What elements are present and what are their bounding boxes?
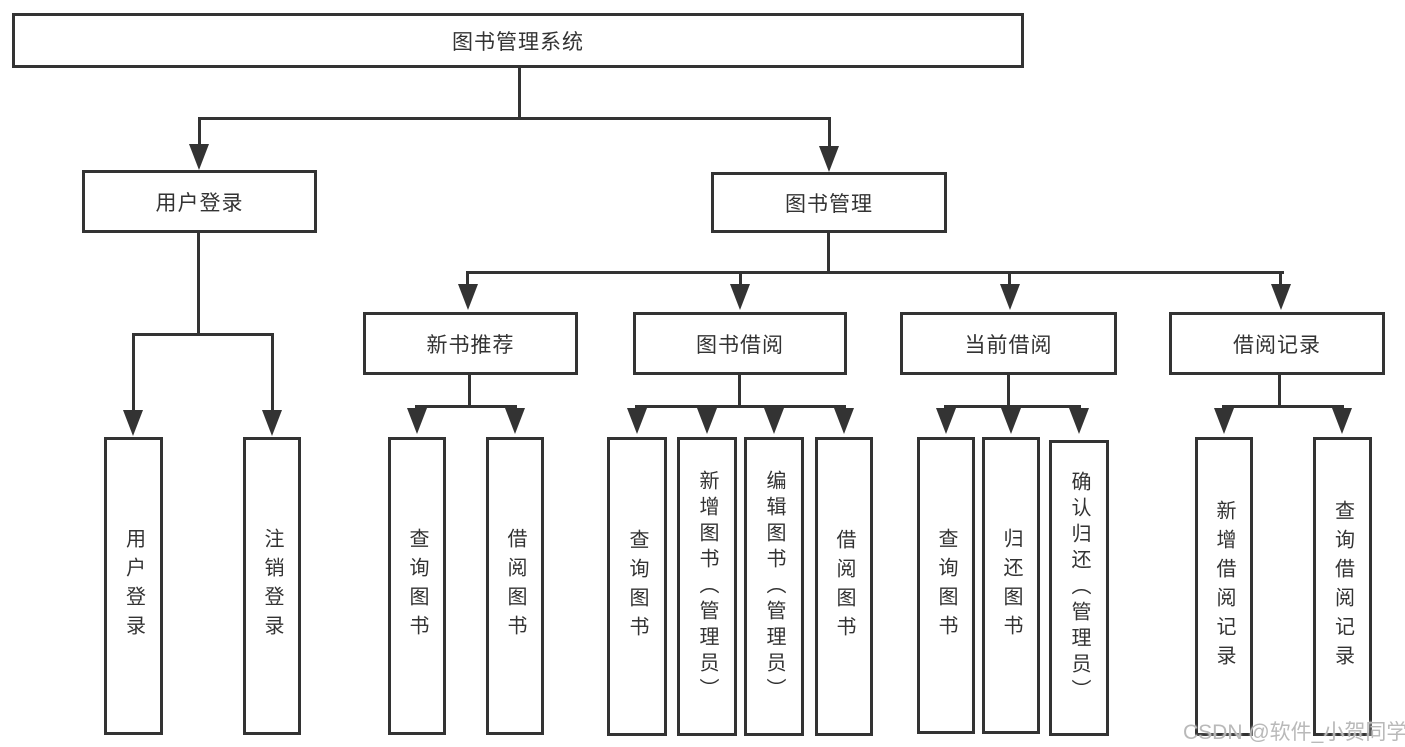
leaf-query-books-borrow: 查询图书 xyxy=(607,437,667,736)
connector-line xyxy=(1222,405,1344,408)
connector-line xyxy=(827,233,830,274)
leaf-add-borrow-record-label: 新增借阅记录 xyxy=(1213,499,1235,674)
leaf-query-books-recommend-label: 查询图书 xyxy=(406,528,428,644)
leaf-edit-book-admin-label: 编辑图书（管理员） xyxy=(763,469,785,704)
node-user-login-label: 用户登录 xyxy=(155,191,244,215)
leaf-query-books-recommend: 查询图书 xyxy=(388,437,446,735)
leaf-borrow-books-recommend: 借阅图书 xyxy=(486,437,544,735)
leaf-borrow-books-borrow-label: 借阅图书 xyxy=(833,528,855,645)
node-root: 图书管理系统 xyxy=(12,13,1024,68)
arrowhead-down-icon xyxy=(1001,408,1021,434)
leaf-query-books-current: 查询图书 xyxy=(917,437,975,734)
connector-line xyxy=(415,405,517,408)
connector-line xyxy=(466,271,469,287)
node-borrow-records-label: 借阅记录 xyxy=(1233,333,1321,357)
connector-line xyxy=(635,405,846,408)
leaf-query-books-borrow-label: 查询图书 xyxy=(626,528,648,645)
connector-line xyxy=(738,375,741,408)
leaf-borrow-books-recommend-label: 借阅图书 xyxy=(504,528,526,644)
arrowhead-down-icon xyxy=(1271,284,1291,310)
arrowhead-down-icon xyxy=(819,146,839,172)
connector-line xyxy=(466,271,1284,274)
connector-line xyxy=(468,375,471,408)
leaf-query-books-current-label: 查询图书 xyxy=(935,527,957,644)
connector-line xyxy=(828,117,831,148)
connector-line xyxy=(132,333,135,413)
connector-line xyxy=(1007,375,1010,408)
watermark-text: CSDN @软件_小贺同学 xyxy=(1183,721,1405,744)
leaf-return-book: 归还图书 xyxy=(982,437,1040,734)
leaf-user-login: 用户登录 xyxy=(104,437,163,735)
arrowhead-down-icon xyxy=(1069,408,1089,434)
arrowhead-down-icon xyxy=(458,284,478,310)
leaf-add-borrow-record: 新增借阅记录 xyxy=(1195,437,1253,736)
connector-line xyxy=(1008,271,1011,287)
leaf-borrow-books-borrow: 借阅图书 xyxy=(815,437,873,736)
leaf-add-book-admin-label: 新增图书（管理员） xyxy=(696,469,718,704)
node-current-borrow-label: 当前借阅 xyxy=(964,333,1053,357)
connector-line xyxy=(1278,375,1281,408)
connector-line xyxy=(132,333,274,336)
leaf-query-borrow-record: 查询借阅记录 xyxy=(1313,437,1372,736)
leaf-logout-label: 注销登录 xyxy=(261,528,283,644)
node-user-login: 用户登录 xyxy=(82,170,317,233)
arrowhead-down-icon xyxy=(1332,408,1352,434)
node-book-borrow: 图书借阅 xyxy=(633,312,847,375)
arrowhead-down-icon xyxy=(697,408,717,434)
arrowhead-down-icon xyxy=(764,408,784,434)
leaf-user-login-label: 用户登录 xyxy=(122,528,145,644)
arrowhead-down-icon xyxy=(123,410,143,436)
arrowhead-down-icon xyxy=(627,408,647,434)
arrowhead-down-icon xyxy=(936,408,956,434)
connector-line xyxy=(739,271,742,287)
leaf-confirm-return-admin-label: 确认归还（管理员） xyxy=(1068,471,1090,705)
node-new-book-recommend: 新书推荐 xyxy=(363,312,578,375)
node-current-borrow: 当前借阅 xyxy=(900,312,1117,375)
connector-line xyxy=(197,233,200,336)
arrowhead-down-icon xyxy=(189,144,209,170)
node-root-label: 图书管理系统 xyxy=(452,30,584,54)
arrowhead-down-icon xyxy=(730,284,750,310)
node-book-management-label: 图书管理 xyxy=(785,192,873,216)
node-borrow-records: 借阅记录 xyxy=(1169,312,1385,375)
arrowhead-down-icon xyxy=(505,408,525,434)
leaf-return-book-label: 归还图书 xyxy=(1000,527,1022,644)
connector-line xyxy=(198,117,201,147)
arrowhead-down-icon xyxy=(262,410,282,436)
arrowhead-down-icon xyxy=(407,408,427,434)
arrowhead-down-icon xyxy=(1214,408,1234,434)
leaf-logout: 注销登录 xyxy=(243,437,301,735)
connector-line xyxy=(198,117,831,120)
connector-line xyxy=(518,68,521,120)
leaf-edit-book-admin: 编辑图书（管理员） xyxy=(744,437,804,736)
leaf-query-borrow-record-label: 查询借阅记录 xyxy=(1331,499,1354,674)
arrowhead-down-icon xyxy=(1000,284,1020,310)
connector-line xyxy=(944,405,1081,408)
leaf-add-book-admin: 新增图书（管理员） xyxy=(677,437,737,736)
connector-line xyxy=(271,333,274,413)
node-book-management: 图书管理 xyxy=(711,172,947,233)
connector-line xyxy=(1279,271,1282,287)
leaf-confirm-return-admin: 确认归还（管理员） xyxy=(1049,440,1109,736)
arrowhead-down-icon xyxy=(834,408,854,434)
node-new-book-recommend-label: 新书推荐 xyxy=(426,333,515,357)
node-book-borrow-label: 图书借阅 xyxy=(696,333,784,357)
